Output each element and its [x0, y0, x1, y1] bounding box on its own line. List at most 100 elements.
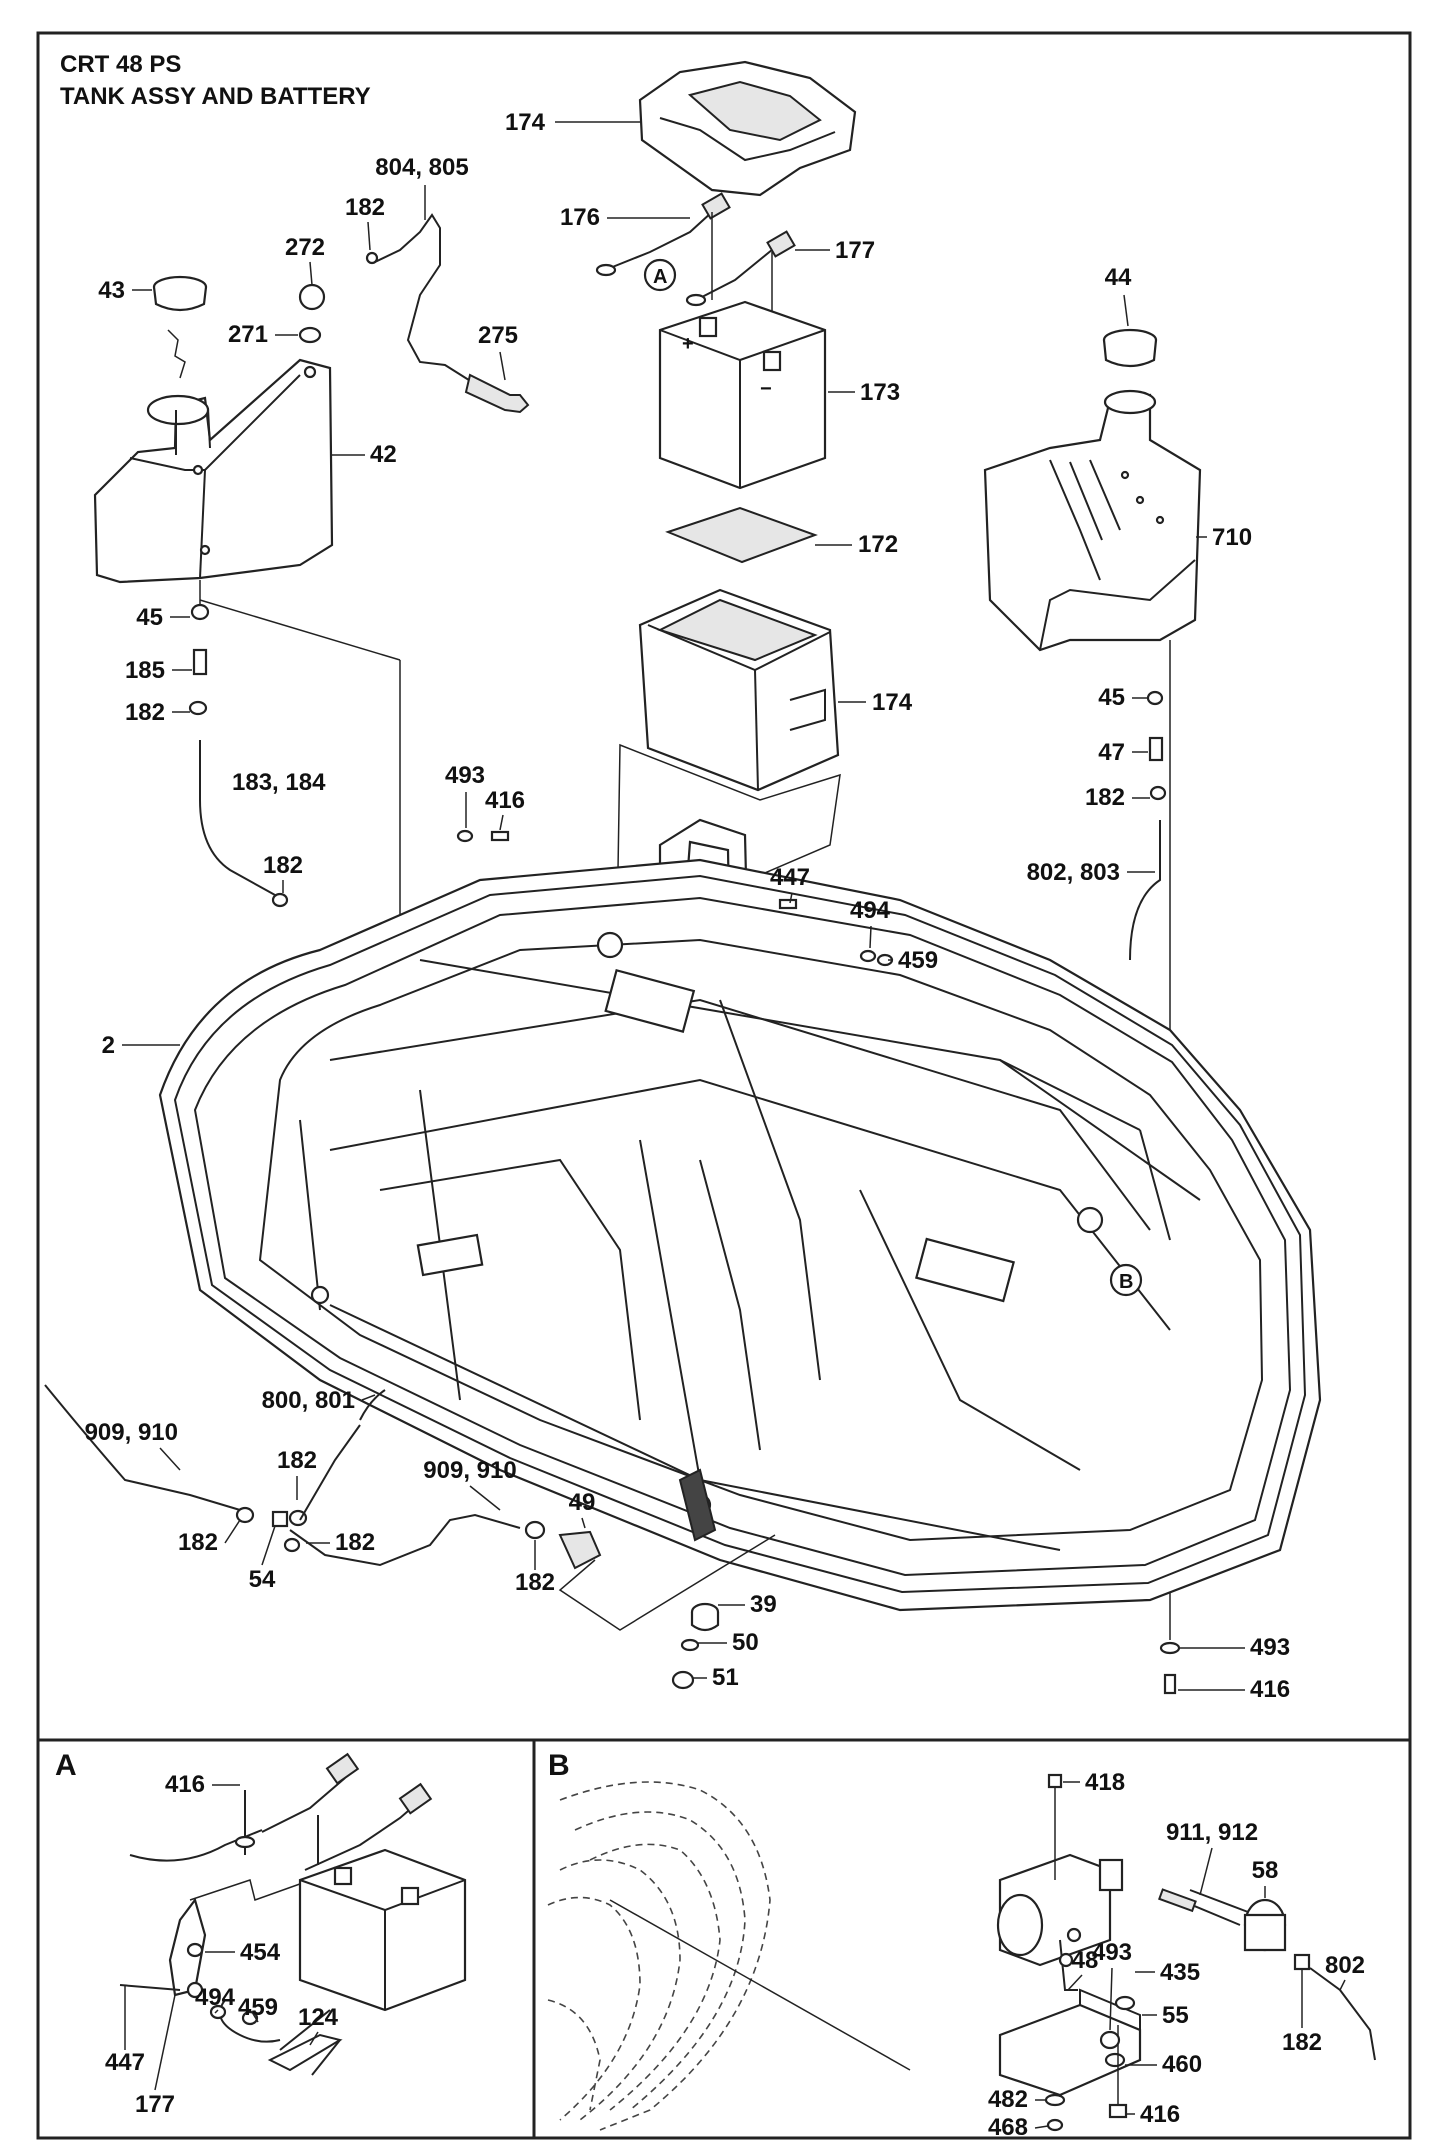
- part-number-label: 435: [1160, 1959, 1200, 1986]
- left-fuel-tank-part: [93, 358, 334, 584]
- part-number-label: 39: [750, 1591, 777, 1618]
- part-number-label: 43: [98, 277, 125, 304]
- part-number-label: 271: [228, 321, 268, 348]
- part-number-label: 55: [1162, 2002, 1189, 2029]
- part-number-label: 49: [569, 1489, 596, 1516]
- fuel-sender-cable-part: [298, 213, 530, 414]
- part-number-label: 172: [858, 531, 898, 558]
- part-number-label: 494: [195, 1984, 236, 2011]
- part-number-label: 2: [102, 1032, 115, 1059]
- fuel-line-right-part: [1129, 690, 1167, 961]
- left-tank-cap-part: [152, 275, 208, 379]
- part-number-label: 182: [515, 1569, 555, 1596]
- part-number-label: 182: [125, 699, 165, 726]
- label-leader-line: [789, 892, 793, 904]
- label-leader-line: [309, 2031, 319, 2046]
- leader-line-tank-to-frame: [199, 599, 401, 661]
- part-number-label: 802, 803: [1027, 859, 1120, 886]
- part-number-label: 710: [1212, 524, 1252, 551]
- label-leader-line: [499, 351, 506, 381]
- label-leader-line: [1109, 1967, 1113, 2031]
- frame-outline-dashed: [547, 1781, 911, 2131]
- part-number-label: 182: [263, 852, 303, 879]
- part-number-label: 51: [712, 1664, 739, 1691]
- part-number-label: 48: [1072, 1947, 1099, 1974]
- part-number-label: 182: [178, 1529, 218, 1556]
- part-number-label: 418: [1085, 1769, 1125, 1796]
- battery-box-part: [638, 588, 840, 792]
- part-number-label: 275: [478, 322, 518, 349]
- label-leader-line: [1339, 1979, 1346, 1991]
- leader-line-connector: [558, 1534, 776, 1631]
- part-number-label: 182: [335, 1529, 375, 1556]
- part-number-label: 54: [249, 1566, 276, 1593]
- part-number-label: 47: [1098, 739, 1125, 766]
- part-number-label: 494: [850, 897, 891, 924]
- part-number-label: 909, 910: [423, 1457, 516, 1484]
- callout-marker-a: A: [643, 258, 677, 292]
- label-leader-line: [214, 2009, 219, 2014]
- part-number-label: 909, 910: [85, 1419, 178, 1446]
- section-a-heading: A: [55, 1749, 77, 1782]
- label-leader-line: [469, 1485, 501, 1511]
- part-number-label: 493: [1250, 1634, 1290, 1661]
- label-leader-line: [309, 261, 313, 286]
- diagram-assembly-title: TANK ASSY AND BATTERY: [60, 83, 371, 110]
- label-leader-line: [367, 221, 371, 251]
- part-number-label: 460: [1162, 2051, 1202, 2078]
- battery-part: + −: [658, 300, 827, 490]
- part-number-label: 272: [285, 234, 325, 261]
- part-number-label: 454: [240, 1939, 281, 1966]
- fuel-line-left-part: [188, 580, 289, 908]
- right-tank-cap-part: [1102, 328, 1158, 368]
- section-a-detail: A: [55, 1749, 467, 2076]
- part-number-label: 58: [1252, 1857, 1279, 1884]
- part-number-label: 482: [988, 2086, 1028, 2113]
- part-number-label: 45: [136, 604, 163, 631]
- part-number-label: 182: [345, 194, 385, 221]
- outer-border: [36, 31, 1412, 2140]
- part-number-label: 182: [1085, 784, 1125, 811]
- label-leader-line: [581, 1517, 586, 1529]
- label-leader-line: [869, 925, 872, 949]
- part-number-label: 802: [1325, 1952, 1365, 1979]
- label-leader-line: [1034, 2125, 1049, 2129]
- part-number-label: 124: [298, 2004, 339, 2031]
- section-b-detail: B: [547, 1749, 1376, 2132]
- part-number-label: 447: [770, 864, 810, 891]
- label-leader-line: [499, 814, 504, 831]
- battery-pad-part: [665, 506, 818, 564]
- part-number-label: 42: [370, 441, 397, 468]
- battery-cover-part: [638, 60, 857, 197]
- battery-plus-mark: +: [682, 333, 694, 355]
- label-leader-line: [224, 1519, 241, 1544]
- diagram-model-title: CRT 48 PS: [60, 51, 181, 78]
- mount-hardware-part: [456, 829, 1181, 1695]
- fuel-filter-part: [1158, 1888, 1376, 2061]
- part-number-label: 459: [898, 947, 938, 974]
- part-number-label: 183, 184: [232, 769, 326, 796]
- fuel-line-bottom-part: [44, 1384, 602, 1570]
- svg-text:B: B: [1119, 1271, 1133, 1293]
- part-number-label: 416: [1250, 1676, 1290, 1703]
- section-b-heading: B: [548, 1749, 570, 1782]
- label-leader-line: [1067, 1974, 1083, 1991]
- label-leader-line: [261, 1525, 276, 1566]
- part-number-label: 176: [560, 204, 600, 231]
- label-leader-line: [154, 1994, 176, 2091]
- battery-minus-mark: −: [760, 378, 772, 400]
- part-number-label: 45: [1098, 684, 1125, 711]
- part-number-label: 50: [732, 1629, 759, 1656]
- part-number-label: 174: [505, 109, 546, 136]
- part-number-label: 911, 912: [1166, 1819, 1258, 1846]
- right-fuel-tank-part: [983, 389, 1202, 652]
- callout-marker-b: B: [1109, 1263, 1143, 1297]
- part-number-label: 185: [125, 657, 165, 684]
- battery-cable-part: [595, 192, 796, 340]
- part-number-label: 182: [1282, 2029, 1322, 2056]
- part-number-label: 177: [835, 237, 875, 264]
- label-leader-line: [159, 1447, 181, 1471]
